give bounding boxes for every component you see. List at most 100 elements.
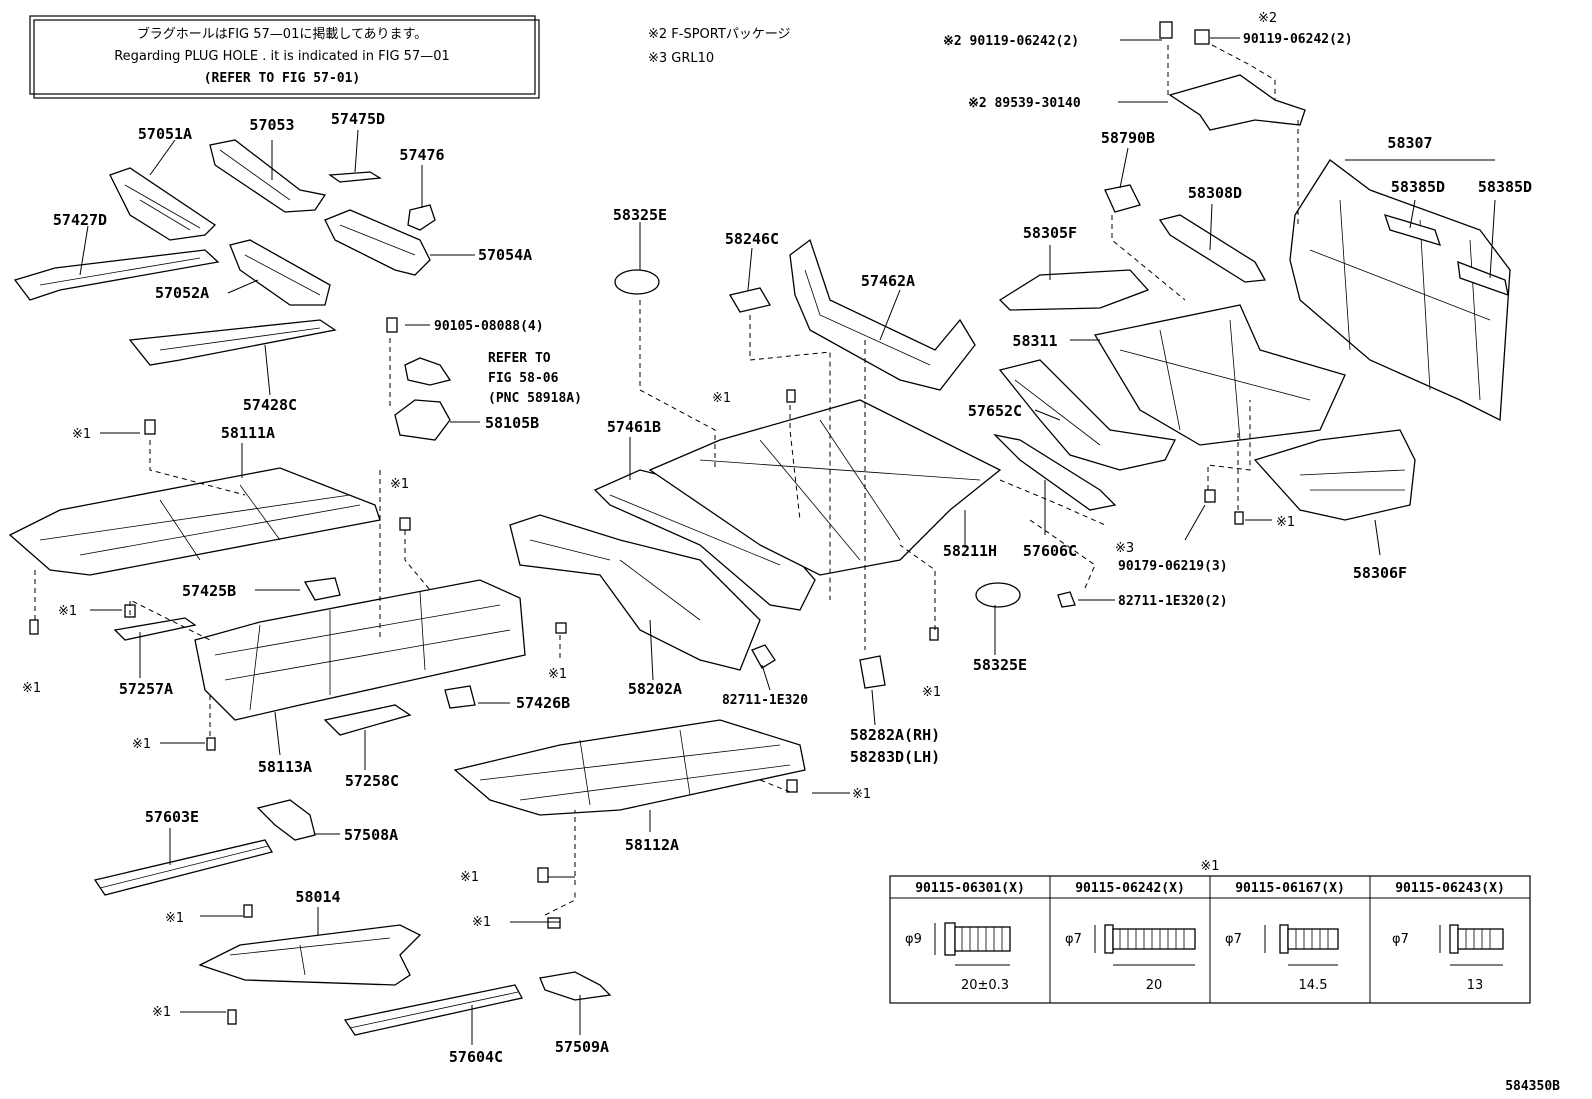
label-58306F: 58306F	[1353, 564, 1407, 582]
marker-1: ※1	[548, 667, 567, 682]
part-57052A-shape	[229, 239, 331, 306]
label-57606C: 57606C	[1023, 542, 1077, 560]
bolt-1-diameter: φ9	[905, 932, 922, 947]
part-89539-shape	[1168, 74, 1306, 131]
label-82711-1E320-b: 82711-1E320(2)	[1118, 594, 1228, 609]
label-57052A: 57052A	[155, 284, 209, 302]
marker-1: ※1	[712, 391, 731, 406]
part-58282A-shape	[859, 655, 886, 689]
label-58385D-b: 58385D	[1478, 178, 1532, 196]
part-58211H-shape	[648, 399, 1002, 576]
label-58105B: 58105B	[485, 414, 539, 432]
plug-hole-notice: ブラグホールはFIG 57—01に掲載してあります。 Regarding PLU…	[29, 15, 540, 99]
label-refer-fig: FIG 58-06	[488, 371, 559, 386]
label-57257A: 57257A	[119, 680, 173, 698]
marker-1: ※1	[152, 1005, 171, 1020]
bolt-1-length: 20±0.3	[961, 978, 1009, 993]
part-58246C-shape	[728, 287, 772, 313]
marker-1: ※1	[165, 911, 184, 926]
part-58385D-a-shape	[1383, 214, 1442, 246]
label-57603E: 57603E	[145, 808, 199, 826]
label-90105-08088: 90105-08088(4)	[434, 319, 544, 334]
part-57427D-shape	[13, 249, 220, 301]
label-58305F: 58305F	[1023, 224, 1077, 242]
label-57425B: 57425B	[182, 582, 236, 600]
bolt-table-title: ※1	[1200, 859, 1219, 874]
part-58311-shape	[1093, 304, 1346, 446]
label-58325E-a: 58325E	[613, 206, 667, 224]
marker-1: ※1	[852, 787, 871, 802]
part-57475D-shape	[328, 171, 383, 183]
part-58111A-shape	[8, 467, 381, 576]
label-57053: 57053	[249, 116, 294, 134]
label-58325E-b: 58325E	[973, 656, 1027, 674]
marker-1: ※1	[72, 427, 91, 442]
label-57051A: 57051A	[138, 125, 192, 143]
part-58014-shape	[198, 924, 422, 986]
part-57054A-shape	[324, 209, 431, 276]
part-58790B-shape	[1104, 184, 1141, 213]
part-labels: 57051A 57053 57475D 57476 57427D 57054A …	[53, 32, 1560, 1094]
marker-1: ※1	[22, 681, 41, 696]
label-89539-30140: ※2 89539-30140	[968, 96, 1081, 111]
label-90179-06219: 90179-06219(3)	[1118, 559, 1228, 574]
label-58211H: 58211H	[943, 542, 997, 560]
label-90119-06242-b: 90119-06242(2)	[1243, 32, 1353, 47]
label-58112A: 58112A	[625, 836, 679, 854]
part-57053-shape	[209, 139, 327, 213]
leader-lines	[79, 37, 1496, 1045]
part-57462A-shape	[789, 238, 976, 391]
bolt-90115-06167: φ7 14.5	[1225, 924, 1339, 993]
marker-1: ※1	[58, 604, 77, 619]
part-58308D-shape	[1158, 214, 1267, 283]
bolt-2-diameter: φ7	[1065, 932, 1082, 947]
bolt-col-2-header: 90115-06242(X)	[1075, 881, 1185, 896]
label-58308D: 58308D	[1188, 184, 1242, 202]
label-57054A: 57054A	[478, 246, 532, 264]
label-57509A: 57509A	[555, 1038, 609, 1056]
part-90119-a-shape	[1159, 21, 1173, 39]
notice-line-3: (REFER TO FIG 57-01)	[204, 71, 361, 86]
label-57475D: 57475D	[331, 110, 385, 128]
part-58306F-shape	[1253, 429, 1416, 521]
marker-1: ※1	[132, 737, 151, 752]
label-58014: 58014	[295, 888, 340, 906]
label-58311: 58311	[1012, 332, 1057, 350]
label-58282A: 58282A(RH)	[850, 726, 940, 744]
part-58105B-shape	[394, 399, 451, 441]
part-57051A-shape	[109, 167, 217, 241]
part-57258C-shape	[323, 704, 412, 736]
label-57461B: 57461B	[607, 418, 661, 436]
label-58283D: 58283D(LH)	[850, 748, 940, 766]
bolt-90115-06242: φ7 20	[1065, 924, 1196, 993]
bolt-90115-06243: φ7 13	[1392, 924, 1504, 993]
dashed-lines	[34, 44, 1299, 916]
part-58202A-shape	[509, 514, 761, 671]
bolt-3-length: 14.5	[1299, 978, 1328, 993]
bolt-col-1-header: 90115-06301(X)	[915, 881, 1025, 896]
part-58385D-b-shape	[1457, 261, 1509, 296]
label-57604C: 57604C	[449, 1048, 503, 1066]
label-58385D-a: 58385D	[1391, 178, 1445, 196]
bolt-4-diameter: φ7	[1392, 932, 1409, 947]
marker-1: ※1	[460, 870, 479, 885]
part-82711-b-shape	[1057, 591, 1076, 608]
part-57426B-shape	[444, 685, 476, 709]
marker-3: ※3	[1115, 541, 1134, 556]
label-57462A: 57462A	[861, 272, 915, 290]
label-refer-to: REFER TO	[488, 351, 551, 366]
label-58246C: 58246C	[725, 230, 779, 248]
bolt-col-4-header: 90115-06243(X)	[1395, 881, 1505, 896]
part-57476-shape	[407, 204, 436, 231]
part-57428C-shape	[128, 319, 337, 366]
part-82711-a-shape	[751, 644, 776, 669]
label-58111A: 58111A	[221, 424, 275, 442]
notice-line-1: ブラグホールはFIG 57—01に掲載してあります。	[137, 26, 428, 42]
part-57508A-shape	[256, 799, 316, 841]
label-57428C: 57428C	[243, 396, 297, 414]
bolt-spec-table: ※1 90115-06301(X) 90115-06242(X) 90115-0…	[889, 859, 1531, 1004]
part-58112A-shape	[453, 719, 806, 816]
bolt-3-diameter: φ7	[1225, 932, 1242, 947]
label-refer-pnc: (PNC 58918A)	[488, 391, 582, 406]
